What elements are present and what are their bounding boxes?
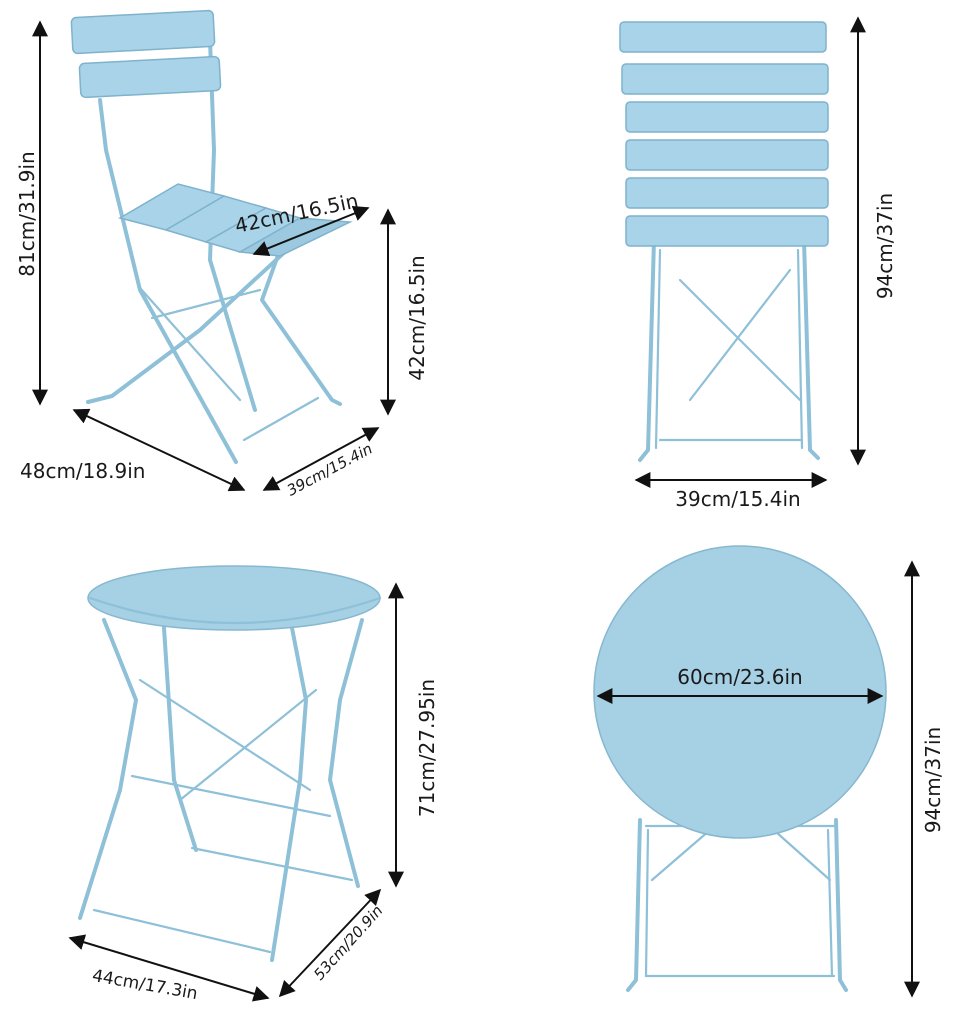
chair-side-view: 81cm/31.9in 42cm/16.5in 42cm/16.5in 48cm… (15, 9, 429, 500)
folded-chair-slat-1 (619, 21, 827, 53)
table-top (87, 565, 381, 631)
folded-chair-right-leg-inner (796, 248, 804, 450)
chair-foot-bar (242, 396, 320, 442)
table-top-rim (88, 596, 382, 625)
table-side-view: 71cm/27.95in 44cm/17.3in 53cm/20.9in (68, 565, 439, 1004)
chair-seat-width-dimension-line (252, 205, 370, 257)
folded-chair-height-label: 94cm/37in (873, 193, 897, 299)
folded-table-top (593, 545, 887, 839)
folded-table-brace-1 (650, 828, 712, 882)
folded-table-left-leg (626, 818, 642, 992)
folded-chair-cross-1 (678, 278, 802, 402)
table-foot-bar-back (190, 846, 354, 882)
chair-depth-label: 48cm/18.9in (20, 459, 145, 483)
table-cross-2 (178, 688, 318, 802)
chair-rear-leg (98, 98, 238, 464)
table-mid-bar (130, 774, 332, 818)
table-folded-view: 60cm/23.6in 94cm/37in (593, 545, 945, 998)
chair-folded-view: 94cm/37in 39cm/15.4in (619, 16, 897, 511)
folded-table-diameter-label: 60cm/23.6in (677, 665, 802, 689)
chair-seat-height-label: 42cm/16.5in (405, 255, 429, 380)
chair-back-slat-top (70, 9, 216, 55)
chair-brace (138, 286, 242, 402)
table-base-width-dimension-line (68, 934, 270, 1002)
table-base-depth-label: 53cm/20.9in (310, 902, 386, 984)
folded-chair-slat-5 (625, 177, 829, 209)
folded-chair-cross-2 (688, 268, 792, 402)
chair-front-leg (86, 236, 302, 404)
folded-chair-right-leg (802, 238, 820, 460)
folded-chair-slat-2 (621, 63, 829, 95)
folded-table-height-label: 94cm/37in (921, 727, 945, 833)
chair-depth-dimension-line (72, 408, 246, 492)
folded-chair-slat-4 (625, 139, 829, 171)
folded-chair-width-label: 39cm/15.4in (675, 487, 800, 511)
table-cross-1 (138, 678, 312, 792)
table-height-label: 71cm/27.95in (415, 679, 439, 817)
folded-table-left-leg-inner (644, 828, 650, 978)
chair-front-leg-2 (260, 242, 342, 406)
folded-table-brace-2 (774, 830, 832, 882)
table-foot-bar (92, 908, 272, 954)
folded-table-right-leg (834, 818, 848, 992)
table-front-leg (270, 626, 308, 962)
chair-base-width-label: 39cm/15.4in (284, 440, 376, 500)
folded-chair-left-leg-inner (654, 248, 662, 450)
folded-chair-left-leg (638, 238, 656, 462)
table-left-leg (78, 618, 138, 920)
folded-chair-slat-6 (625, 215, 829, 247)
chair-cross-bar (150, 288, 262, 320)
chair-height-label: 81cm/31.9in (15, 151, 39, 276)
table-base-depth-dimension-line (278, 888, 382, 998)
table-right-leg (328, 618, 364, 888)
chair-back-slat-lower (78, 55, 222, 99)
chair-base-width-dimension-line (262, 427, 380, 491)
table-middle-leg (162, 626, 198, 852)
folded-chair-slat-3 (625, 101, 829, 133)
folded-table-right-leg-inner (826, 828, 834, 978)
